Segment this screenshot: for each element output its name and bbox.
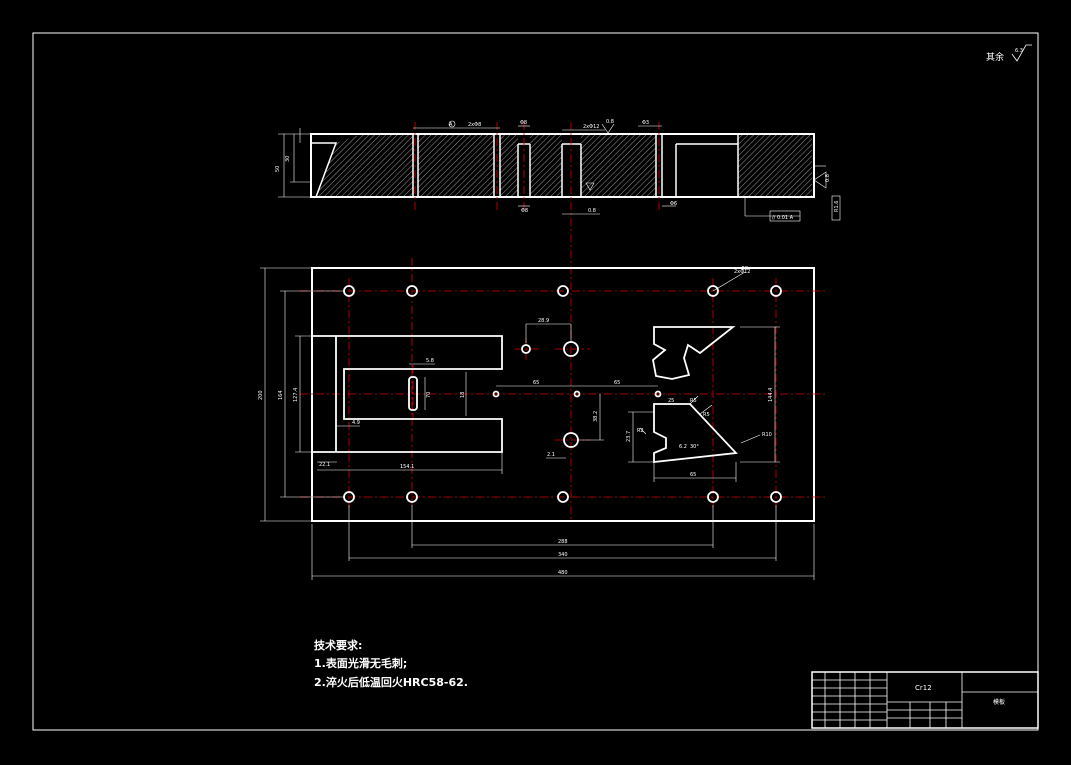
section-view: 50 30 2xΦ8 Φ8 2xΦ12 0.8 Φ3 0.8 Φ8 Φ6: [275, 119, 841, 222]
drawing-frame: [32, 32, 1039, 731]
dim-r3: R5: [703, 412, 710, 418]
dim-slot-mid: 18: [460, 392, 466, 398]
title-material: Cr12: [915, 684, 932, 692]
dim-section-inner-h: 30: [285, 156, 291, 162]
title-drawing-name: 模板: [993, 698, 1005, 706]
plan-view: 480 340 288 200 164 127.4 144.4 154.1 22…: [258, 258, 828, 580]
dim-hole-x: 2.1: [547, 452, 555, 458]
cutout-lower: [653, 403, 738, 464]
u-slot: [312, 335, 503, 453]
dim-cut-w: 65: [690, 472, 696, 478]
dim-hole-d: Φ3: [642, 120, 649, 126]
dim-r4: R10: [762, 432, 772, 438]
cutout-upper: [652, 326, 736, 380]
roughness-symbol: 其余 6.3: [986, 44, 1032, 63]
dim-offset-b: 65: [614, 380, 620, 386]
gdt-frame: // 0.01 A: [772, 215, 794, 221]
dim-tol-a: Φ8: [521, 208, 528, 214]
dim-t1: 2xΦ12: [734, 269, 750, 275]
dim-a2: 6.2: [679, 444, 687, 450]
dim-height-total: 200: [258, 390, 264, 400]
dim-slot-left: 22.1: [319, 462, 330, 468]
dim-hole-a: 2xΦ8: [468, 122, 481, 128]
dim-width-holes: 340: [558, 552, 568, 558]
dim-slot-w: 5.8: [426, 358, 434, 364]
tech-req-item-2: 2.淬火后低温回火HRC58-62.: [314, 676, 468, 689]
roughness-label: 其余: [986, 51, 1004, 63]
dim-slot-gap: 4.9: [352, 420, 360, 426]
dim-hole-spacing: 28.9: [538, 318, 549, 324]
dim-cut-h: 23.7: [626, 431, 632, 442]
datum-label: A: [449, 122, 453, 128]
dim-slot-h: 70: [426, 392, 432, 398]
dim-angle: 30°: [690, 444, 699, 450]
dim-side: 0.8: [825, 174, 831, 182]
dim-r2: R5: [690, 398, 697, 404]
dim-height-slot: 127.4: [293, 388, 299, 402]
title-block: [811, 671, 1039, 729]
dim-width-total: 480: [558, 570, 568, 576]
tech-req-item-1: 1.表面光滑无毛刺;: [314, 657, 408, 670]
dim-hole-b: Φ8: [520, 120, 527, 126]
section-hatching: [316, 134, 812, 197]
dim-b1: 25: [668, 398, 674, 404]
dim-height-holes: 164: [278, 390, 284, 400]
dim-hole-y: 38.2: [593, 411, 599, 422]
dim-t2: Φ8: [741, 266, 748, 272]
dim-r1: R2: [637, 428, 644, 434]
plan-outline: [311, 267, 815, 522]
dim-slot-len: 154.1: [400, 464, 414, 470]
dim-tol-b: Φ6: [670, 201, 677, 207]
dim-side2: R1.6: [834, 201, 840, 212]
tech-req-title: 技术要求:: [314, 639, 363, 652]
dim-rough-b: 0.8: [588, 208, 596, 214]
dim-width-inner: 288: [558, 539, 568, 545]
dim-height-cut: 144.4: [768, 388, 774, 402]
dim-offset-a: 65: [533, 380, 539, 386]
dim-section-total-h: 50: [275, 166, 281, 172]
dim-rough-a: 0.8: [606, 119, 614, 125]
center-slot: [408, 376, 418, 411]
dim-hole-c: 2xΦ12: [583, 124, 599, 130]
roughness-value: 6.3: [1015, 48, 1023, 54]
